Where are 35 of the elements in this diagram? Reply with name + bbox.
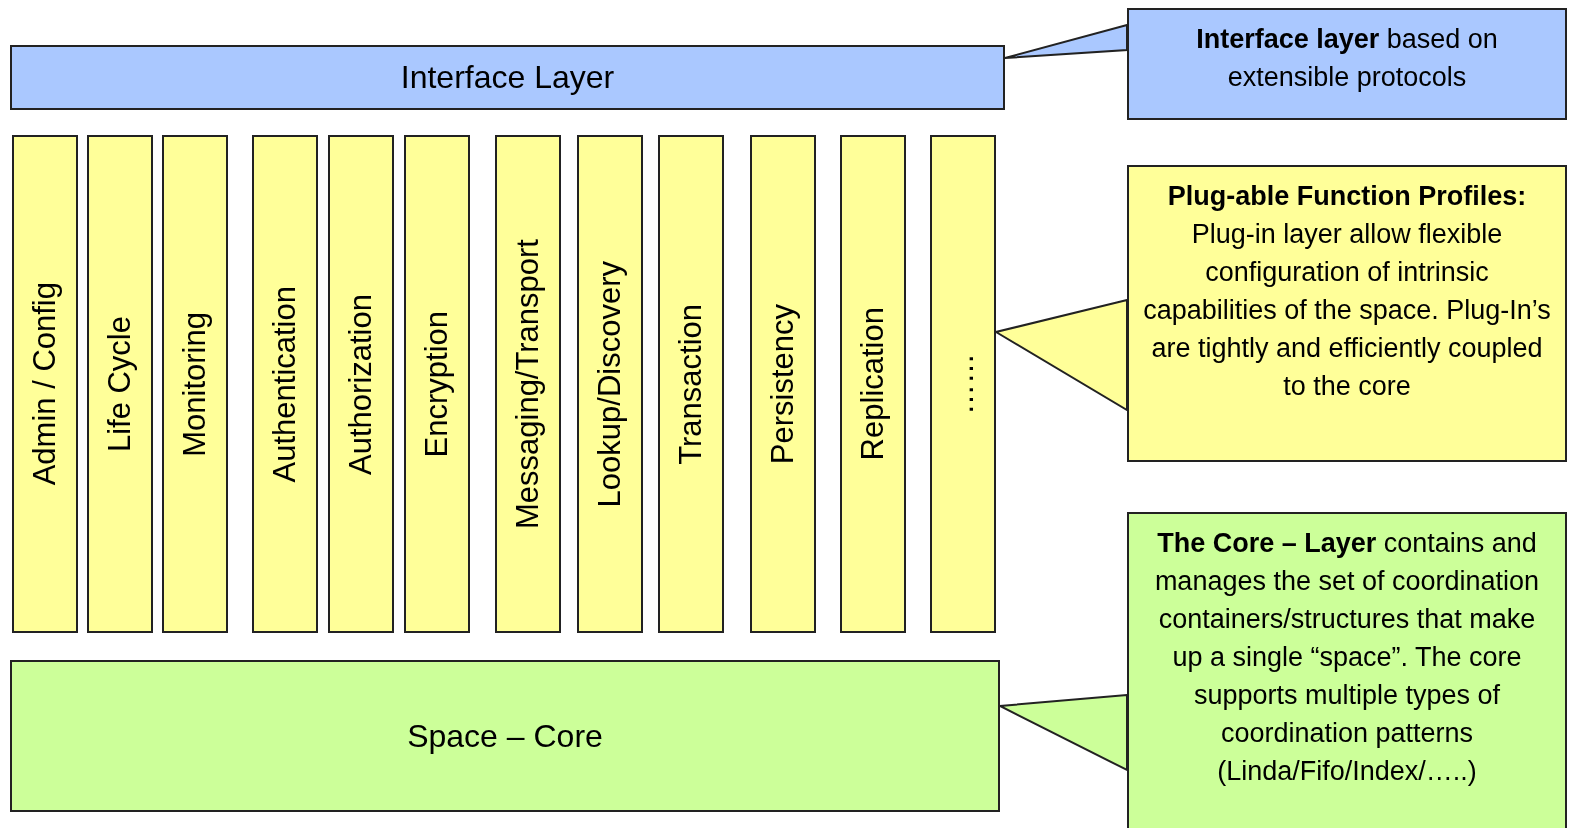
layer-label: Monitoring xyxy=(177,311,213,457)
layer-label: Admin / Config xyxy=(27,282,63,486)
profile-column xyxy=(840,135,906,633)
layer-box xyxy=(10,45,1005,110)
layer-label: Messaging/Transport xyxy=(510,238,546,529)
profile-column xyxy=(750,135,816,633)
callout-text: Plug-in layer allow flexible configuration of intrinsic capabilities of the space. Plug-In’s are tightly and efficiently coupled to the core xyxy=(1143,218,1551,403)
profile-column xyxy=(328,135,394,633)
profile-column xyxy=(404,135,470,633)
profile-column xyxy=(252,135,318,633)
callout-bubble xyxy=(1127,165,1567,462)
profile-column xyxy=(12,135,78,633)
callout-pointer xyxy=(993,298,1128,412)
layer-label: Encryption xyxy=(419,310,455,458)
layer-label: Life Cycle xyxy=(102,315,138,453)
layer-label: Authentication xyxy=(267,285,303,483)
callout-bubble xyxy=(1127,512,1567,828)
layer-label: Space – Core xyxy=(407,717,603,755)
profile-column xyxy=(87,135,153,633)
layer-label: Authorization xyxy=(343,293,379,475)
layer-label: Replication xyxy=(855,307,891,461)
callout-bubble xyxy=(1127,8,1567,120)
layer-label: …… xyxy=(945,353,981,415)
callout-heading: Plug-able Function Profiles: xyxy=(1167,180,1527,213)
layer-label: Interface Layer xyxy=(400,59,615,96)
layer-label: Persistency xyxy=(765,303,801,465)
callout-text: The Core – Layer contains and manages the set of coordination containers/structures that make up a single “space”. The core supports multiple types of coordination patterns (Linda/Fifo/Index/…..) xyxy=(1153,527,1541,788)
profile-column xyxy=(495,135,561,633)
layer-label: Transaction xyxy=(673,303,709,465)
profile-column xyxy=(162,135,228,633)
callout-pointer xyxy=(1004,23,1128,59)
profile-column xyxy=(658,135,724,633)
profile-column xyxy=(577,135,643,633)
layer-label: Lookup/Discovery xyxy=(592,260,628,508)
callout-text: Interface layer based on extensible protocols xyxy=(1195,23,1499,94)
